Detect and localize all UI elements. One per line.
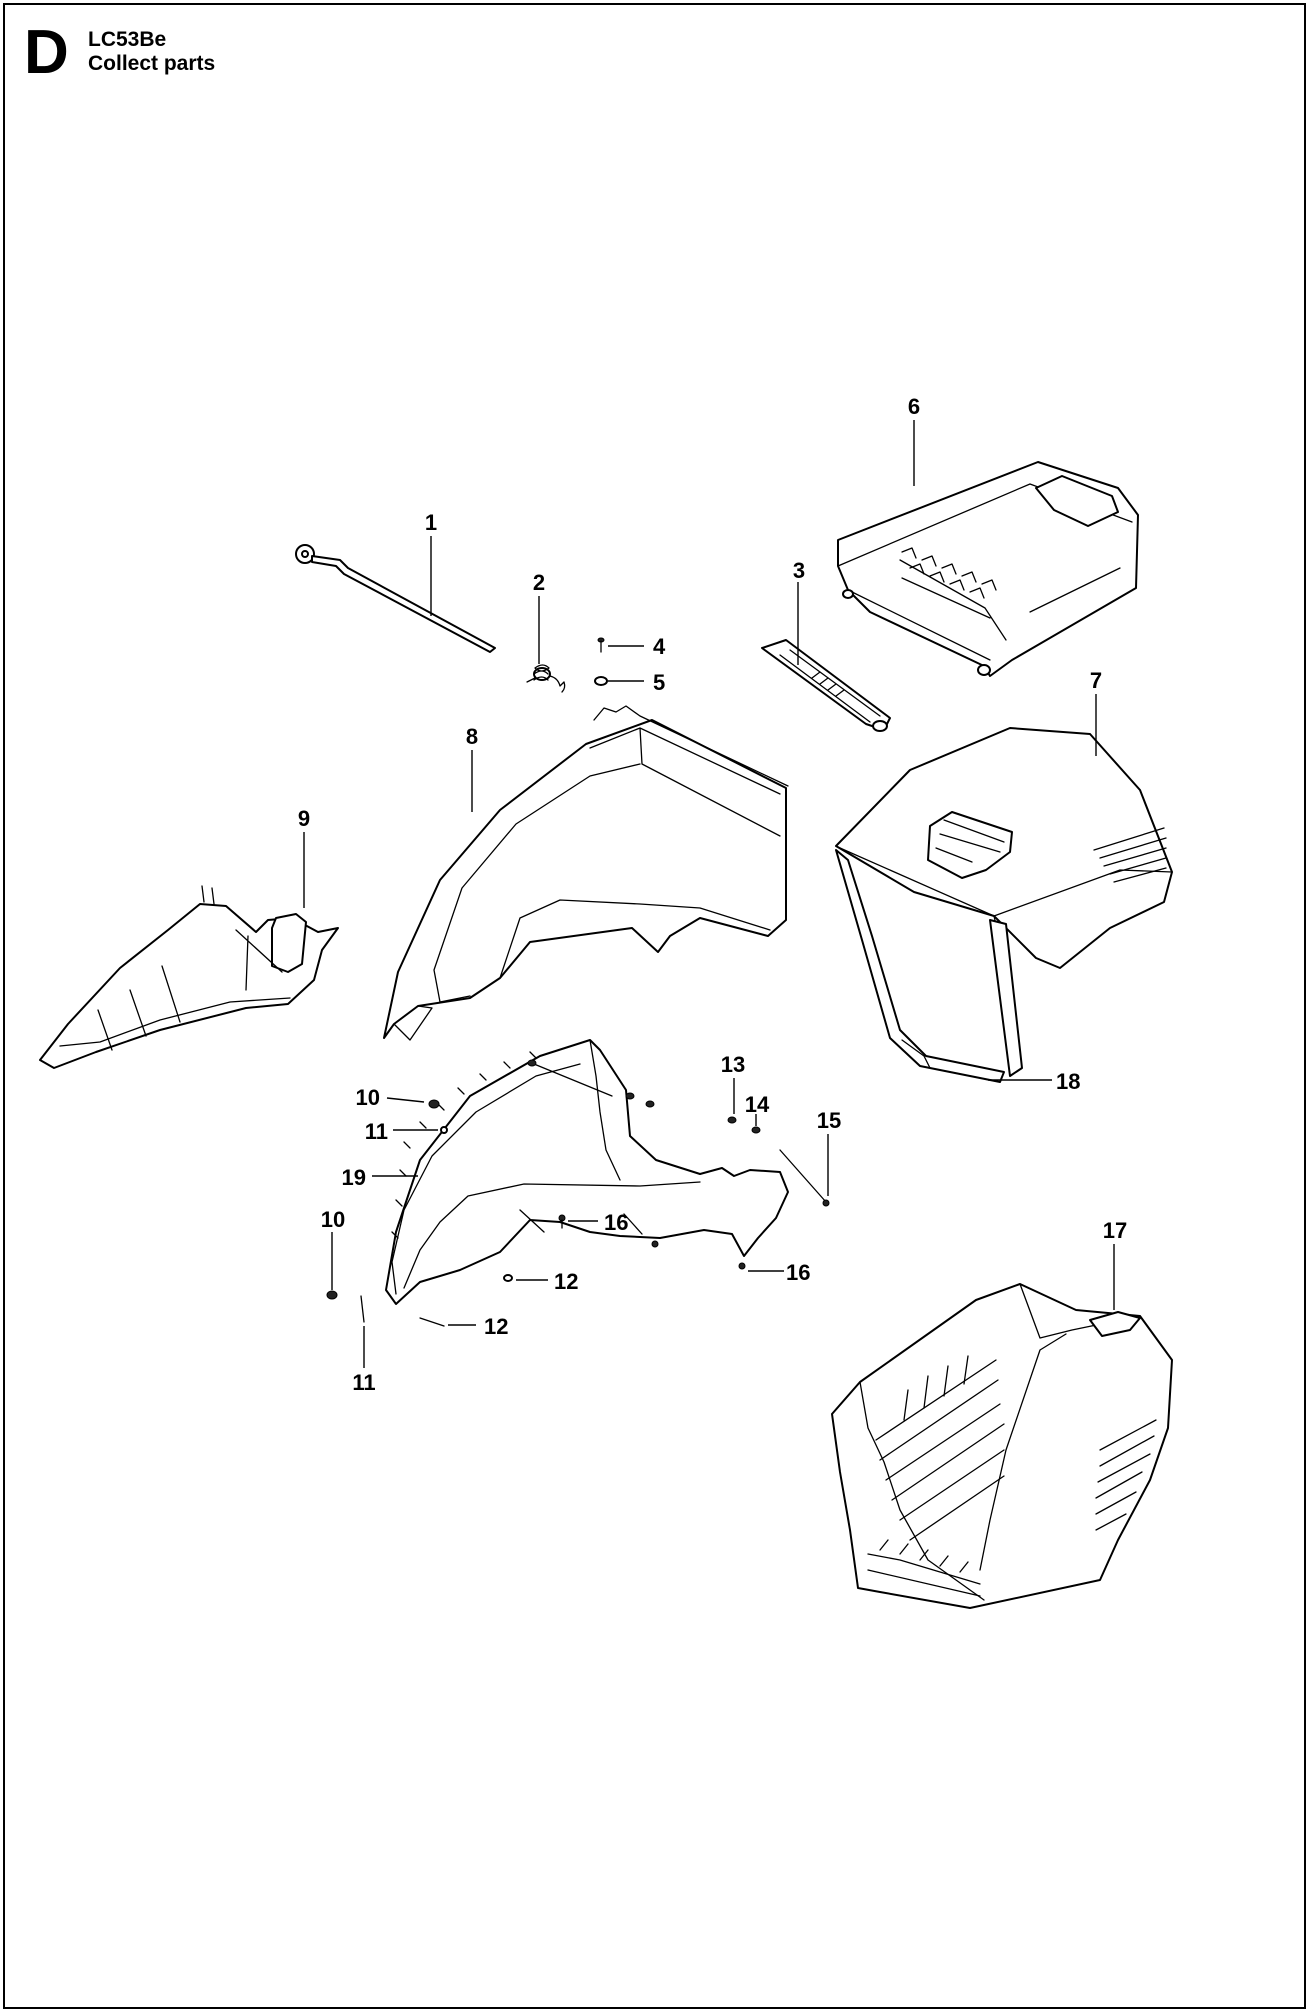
part-9-side-deflector (39, 885, 339, 1069)
part-7-bag-cover (835, 727, 1173, 969)
part-5-washer (594, 676, 608, 686)
callout-10-lower: 10 (321, 1207, 345, 1232)
callout-12-upper: 12 (554, 1269, 578, 1294)
part-14-nut (751, 1126, 761, 1134)
callout-2: 2 (533, 570, 545, 595)
part-4-screw (597, 637, 605, 653)
part-16-screw-b (738, 1262, 746, 1270)
callout-8: 8 (466, 724, 478, 749)
part-6-lid (837, 461, 1139, 677)
callout-18: 18 (1056, 1069, 1080, 1094)
part-18-bag-frame (835, 849, 1023, 1083)
callout-labels: 1 2 3 4 5 6 7 8 9 10 10 11 11 12 12 13 1… (298, 394, 1127, 1395)
leader-lines (303, 420, 1115, 1368)
section-letter: D (24, 18, 69, 87)
callout-11-upper: 11 (365, 1119, 388, 1144)
callout-5: 5 (653, 670, 665, 695)
callout-1: 1 (425, 510, 437, 535)
part-12-screw-b (419, 1317, 445, 1327)
page-title: Collect parts (88, 52, 216, 75)
part-15-bolt (779, 1149, 827, 1203)
callout-17: 17 (1103, 1218, 1127, 1243)
callout-19: 19 (342, 1165, 366, 1190)
model-name: LC53Be (88, 28, 167, 51)
part-11-washer-lower (360, 1295, 365, 1323)
part-8-upper-chute (383, 705, 789, 1041)
part-10-nut-lower (326, 1290, 338, 1300)
callout-6: 6 (908, 394, 920, 419)
part-13-nut (727, 1116, 737, 1124)
part-10-nut-upper (428, 1099, 440, 1109)
callout-14: 14 (745, 1092, 770, 1117)
page-frame (3, 3, 1306, 2009)
callout-16-lower: 16 (786, 1260, 810, 1285)
part-12-screw-a (503, 1274, 513, 1282)
callout-3: 3 (793, 558, 805, 583)
callout-13: 13 (721, 1052, 745, 1077)
callout-4: 4 (653, 634, 666, 659)
callout-10-upper: 10 (356, 1085, 380, 1110)
callout-9: 9 (298, 806, 310, 831)
part-3-handle (761, 639, 891, 732)
callout-12-lower: 12 (484, 1314, 508, 1339)
callout-15: 15 (817, 1108, 841, 1133)
part-1-rod (295, 544, 496, 653)
callout-16-upper: 16 (604, 1210, 628, 1235)
part-19-lower-chute (385, 1039, 789, 1305)
callout-11-lower: 11 (352, 1370, 375, 1395)
part-17-grass-bag (831, 1283, 1173, 1609)
part-11-washer-upper (440, 1126, 448, 1134)
part-2-spring (526, 664, 566, 693)
hardware-group (326, 1059, 830, 1327)
callout-7: 7 (1090, 668, 1102, 693)
